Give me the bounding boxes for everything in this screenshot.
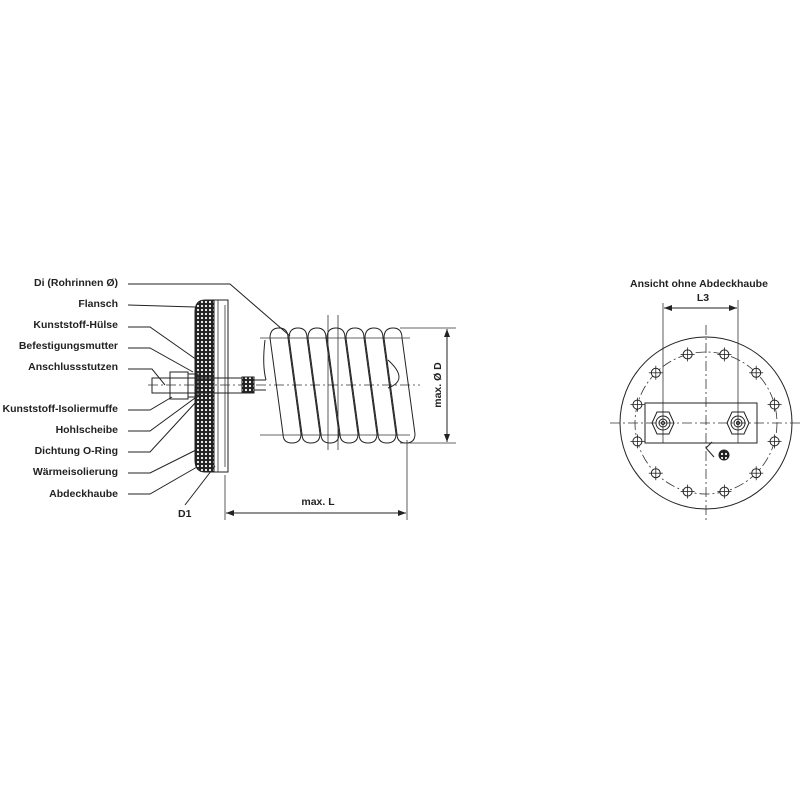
dimension-lines: max. L max. Ø D (224, 327, 456, 520)
bolt-hole (717, 484, 732, 499)
coil-winding (364, 327, 397, 444)
bolt-hole (648, 365, 663, 380)
bolt-hole (680, 484, 695, 499)
bolt-hole (767, 397, 782, 412)
label-di: Di (Rohrinnen Ø) (34, 277, 118, 289)
bolt-hole (749, 466, 764, 481)
length-label: max. L (301, 496, 335, 508)
bolt-hole (680, 347, 695, 362)
bolt-hole (749, 365, 764, 380)
label-befestigungsmutter: Befestigungsmutter (19, 340, 118, 352)
front-view: Ansicht ohne Abdeckhaube L3 (610, 278, 800, 520)
coil-winding (326, 327, 359, 444)
bolt-hole (648, 466, 663, 481)
connection-pipe (148, 339, 420, 400)
ground-screw (718, 449, 730, 461)
label-d1: D1 (178, 508, 192, 520)
label-flansch: Flansch (78, 298, 118, 310)
bolt-hole (717, 347, 732, 362)
l3-label: L3 (697, 292, 709, 304)
label-dichtung: Dichtung O-Ring (35, 445, 118, 457)
label-anschlussstutzen: Anschlussstutzen (28, 361, 118, 373)
label-kunststoff-huelse: Kunststoff-Hülse (33, 319, 118, 331)
bolt-hole (630, 434, 645, 449)
leader-lines (127, 283, 291, 506)
fitting-right (726, 411, 750, 435)
heating-coil (260, 315, 416, 450)
label-abdeckhaube: Abdeckhaube (49, 488, 118, 500)
coil-winding (383, 327, 416, 444)
coil-winding (269, 327, 302, 444)
flange-side (194, 299, 229, 473)
ground-lead (705, 441, 715, 458)
bolt-hole (767, 434, 782, 449)
coil-winding (307, 327, 340, 444)
coil-winding (288, 327, 321, 444)
bolt-hole (630, 397, 645, 412)
front-view-title: Ansicht ohne Abdeckhaube (630, 278, 768, 290)
label-waermeisolierung: Wärmeisolierung (33, 466, 118, 478)
diameter-label: max. Ø D (432, 362, 444, 408)
part-labels: Di (Rohrinnen Ø) Flansch Kunststoff-Hüls… (3, 277, 192, 520)
label-isoliermuffe: Kunststoff-Isoliermuffe (3, 403, 119, 415)
fitting-left (651, 411, 675, 435)
coil-winding (345, 327, 378, 444)
label-hohlscheibe: Hohlscheibe (56, 424, 119, 436)
